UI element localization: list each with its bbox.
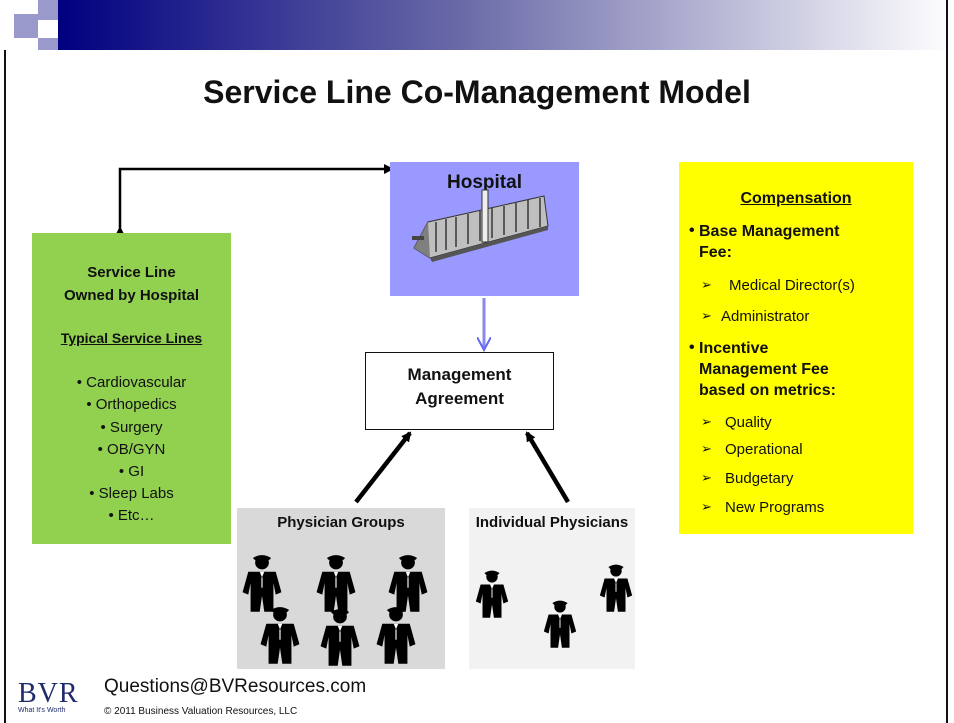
service-line-heading-2: Owned by Hospital: [63, 287, 199, 304]
service-line-item: • Cardiovascular: [76, 374, 187, 391]
service-line-box: Service Line Owned by Hospital Typical S…: [32, 233, 231, 544]
incentive-fee-line3: based on metrics:: [699, 382, 836, 399]
hospital-building-icon: [412, 189, 549, 262]
bvr-logo: BVR: [18, 678, 79, 709]
individual-physicians-label: Individual Physicians: [475, 514, 629, 531]
incentive-item: Budgetary: [725, 470, 794, 487]
service-line-item: • Orthopedics: [86, 396, 177, 413]
service-line-item: • OB/GYN: [97, 441, 166, 458]
incentive-fee-line2: Management Fee: [699, 361, 829, 378]
arrow-bullet-icon: ➢: [701, 277, 712, 292]
base-item: Administrator: [721, 308, 810, 325]
compensation-box: Compensation • Base Management Fee: ➢ Me…: [679, 162, 913, 534]
service-line-item: • Sleep Labs: [89, 485, 174, 502]
frame-right-border: [946, 0, 948, 723]
physician-icon: [599, 564, 633, 613]
arrow-bullet-icon: ➢: [701, 414, 712, 429]
service-line-item: • GI: [118, 463, 145, 480]
service-line-item: • Etc…: [108, 507, 155, 524]
service-line-item: • Surgery: [100, 419, 163, 436]
management-agreement-line2: Agreement: [415, 389, 504, 408]
hospital-box: Hospital: [390, 162, 579, 296]
frame-left-border: [4, 50, 6, 723]
groups-to-agreement-arrow: [354, 431, 412, 504]
physician-icon: [375, 606, 417, 665]
arrow-bullet-icon: ➢: [701, 499, 712, 514]
individual-physicians-box: Individual Physicians: [469, 508, 635, 669]
individuals-to-agreement-arrow: [525, 431, 570, 504]
incentive-fee-line1: Incentive: [699, 340, 769, 357]
header-banner: [0, 0, 954, 50]
physician-groups-box: Physician Groups: [237, 508, 445, 669]
slide-title: Service Line Co-Management Model: [203, 74, 751, 110]
physician-icon: [475, 570, 509, 619]
physician-icon: [259, 606, 301, 665]
incentive-item: Operational: [725, 441, 803, 458]
base-fee-line2: Fee:: [699, 244, 732, 261]
contact-email: Questions@BVResources.com: [104, 676, 367, 697]
bullet-icon: •: [689, 339, 695, 356]
management-agreement-line1: Management: [407, 365, 512, 384]
arrow-bullet-icon: ➢: [701, 441, 712, 456]
incentive-item: Quality: [725, 414, 772, 431]
base-item: Medical Director(s): [729, 277, 855, 294]
bidirectional-connector: [115, 164, 394, 236]
hospital-label: Hospital: [447, 172, 522, 193]
arrow-bullet-icon: ➢: [701, 470, 712, 485]
typical-service-lines-heading: Typical Service Lines: [60, 330, 203, 346]
bvr-logo-tagline: What It's Worth: [18, 707, 66, 714]
base-fee-line1: Base Management: [699, 223, 840, 240]
compensation-heading: Compensation: [740, 190, 852, 207]
physician-groups-label: Physician Groups: [277, 514, 405, 531]
service-line-heading-1: Service Line: [87, 264, 176, 281]
bullet-icon: •: [689, 222, 695, 239]
incentive-item: New Programs: [725, 499, 825, 516]
physician-icon: [319, 608, 361, 667]
management-agreement-box: Management Agreement: [365, 352, 554, 430]
arrow-bullet-icon: ➢: [701, 308, 712, 323]
copyright-text: © 2011 Business Valuation Resources, LLC: [104, 706, 298, 717]
physician-icon: [543, 600, 577, 649]
